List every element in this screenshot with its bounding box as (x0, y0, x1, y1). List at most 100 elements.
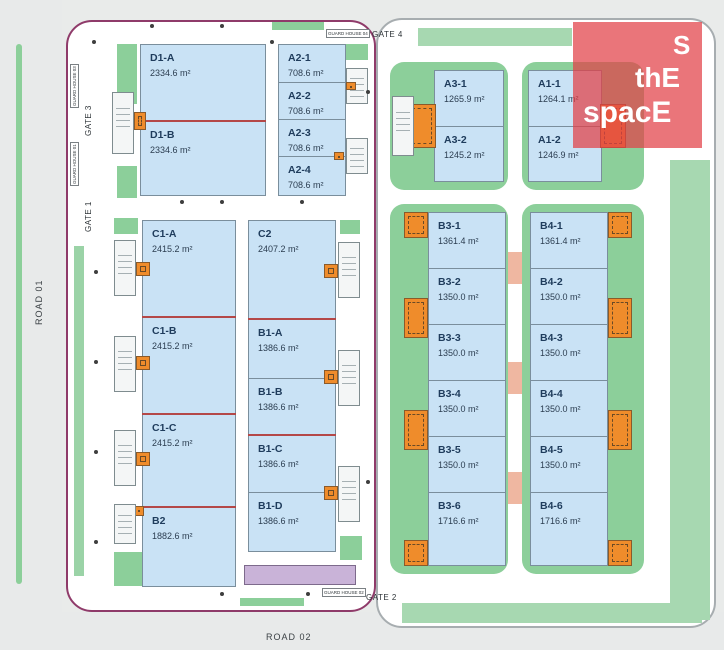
unit-c1-b[interactable]: C1-B 2415.2 m² (142, 317, 236, 415)
c1-divider-3 (142, 506, 236, 508)
b1-dock-1 (338, 350, 360, 406)
unit-area: 708.6 m² (288, 143, 324, 153)
unit-b3-1[interactable]: B3-1 1361.4 m² (428, 212, 506, 269)
b1-service-2 (324, 486, 338, 500)
green-right-bottom (340, 536, 362, 560)
gate-3-label[interactable]: GATE 3 (84, 105, 93, 136)
road-01 (0, 0, 62, 650)
unit-name: B2 (152, 515, 166, 527)
canteen-block (244, 565, 356, 585)
d1-dock (112, 92, 134, 154)
unit-area: 2334.6 m² (150, 145, 191, 155)
b3-b4-link-1 (508, 252, 522, 284)
unit-name: B4-1 (540, 220, 563, 232)
unit-b3-5[interactable]: B3-5 1350.0 m² (428, 436, 506, 493)
unit-area: 1350.0 m² (540, 348, 581, 358)
unit-b3-2[interactable]: B3-2 1350.0 m² (428, 268, 506, 325)
unit-d1-b[interactable]: D1-B 2334.6 m² (140, 121, 266, 196)
road-01-median (16, 44, 22, 584)
east-green-bottom (402, 603, 702, 623)
b3-b4-link-2 (508, 362, 522, 394)
unit-area: 1264.1 m² (538, 94, 579, 104)
unit-name: B4-5 (540, 444, 563, 456)
unit-a2-4[interactable]: A2-4 708.6 m² (278, 156, 346, 196)
unit-b1-d[interactable]: B1-D 1386.6 m² (248, 492, 336, 552)
d1-divider (140, 120, 266, 122)
unit-b3-4[interactable]: B3-4 1350.0 m² (428, 380, 506, 437)
tree (220, 200, 224, 204)
unit-name: B1-B (258, 386, 283, 398)
unit-a3-2[interactable]: A3-2 1245.2 m² (434, 126, 504, 182)
unit-name: B3-6 (438, 500, 461, 512)
road-01-label: ROAD 01 (34, 279, 44, 325)
unit-c2[interactable]: C2 2407.2 m² (248, 220, 336, 320)
gate-1-label[interactable]: GATE 1 (84, 201, 93, 232)
a2-service-1 (346, 82, 356, 90)
unit-b1-a[interactable]: B1-A 1386.6 m² (248, 319, 336, 379)
unit-b4-1[interactable]: B4-1 1361.4 m² (530, 212, 608, 269)
unit-b1-b[interactable]: B1-B 1386.6 m² (248, 378, 336, 436)
unit-name: B3-4 (438, 388, 461, 400)
unit-name: A3-1 (444, 78, 467, 90)
unit-b3-3[interactable]: B3-3 1350.0 m² (428, 324, 506, 381)
unit-a2-2[interactable]: A2-2 708.6 m² (278, 82, 346, 120)
unit-d1-a[interactable]: D1-A 2334.6 m² (140, 44, 266, 122)
unit-area: 1386.6 m² (258, 402, 299, 412)
tree (94, 450, 98, 454)
c1-service-2 (136, 356, 150, 370)
gate-2-label[interactable]: GATE 2 (366, 593, 397, 602)
gate-4-label[interactable]: GATE 4 (372, 30, 403, 39)
c1-divider-1 (142, 316, 236, 318)
unit-c1-a[interactable]: C1-A 2415.2 m² (142, 220, 236, 318)
unit-b1-c[interactable]: B1-C 1386.6 m² (248, 435, 336, 493)
unit-c1-c[interactable]: C1-C 2415.2 m² (142, 414, 236, 508)
b1-service-1 (324, 370, 338, 384)
unit-name: A1-2 (538, 134, 561, 146)
b1-divider-1 (248, 318, 336, 320)
green-d1-bottom (117, 166, 137, 198)
unit-name: C1-C (152, 422, 177, 434)
tree (306, 592, 310, 596)
c1-service-3 (136, 452, 150, 466)
unit-area: 1361.4 m² (438, 236, 479, 246)
unit-b4-6[interactable]: B4-6 1716.6 m² (530, 492, 608, 566)
brand-logo: S thE spacE (573, 22, 702, 148)
green-b2-bottom (114, 552, 142, 586)
tree (366, 480, 370, 484)
green-left-c (114, 218, 138, 234)
unit-a2-3[interactable]: A2-3 708.6 m² (278, 119, 346, 157)
unit-area: 1386.6 m² (258, 516, 299, 526)
tree (150, 24, 154, 28)
c2-dock (338, 242, 360, 298)
d1-service-core (134, 112, 146, 130)
unit-name: B1-D (258, 500, 283, 512)
unit-name: B3-2 (438, 276, 461, 288)
unit-b4-3[interactable]: B4-3 1350.0 m² (530, 324, 608, 381)
b3-service-3 (404, 410, 428, 450)
unit-b4-5[interactable]: B4-5 1350.0 m² (530, 436, 608, 493)
tree (94, 270, 98, 274)
unit-name: D1-B (150, 129, 175, 141)
unit-a3-1[interactable]: A3-1 1265.9 m² (434, 70, 504, 127)
tree (220, 24, 224, 28)
b3-service-2 (404, 298, 428, 338)
unit-b2[interactable]: B2 1882.6 m² (142, 507, 236, 587)
unit-b4-4[interactable]: B4-4 1350.0 m² (530, 380, 608, 437)
tree (94, 360, 98, 364)
unit-b3-6[interactable]: B3-6 1716.6 m² (428, 492, 506, 566)
unit-name: B3-1 (438, 220, 461, 232)
b3-service-1 (404, 212, 428, 238)
unit-b4-2[interactable]: B4-2 1350.0 m² (530, 268, 608, 325)
b4-service-4 (608, 540, 632, 566)
unit-area: 1386.6 m² (258, 459, 299, 469)
unit-name: B4-3 (540, 332, 563, 344)
unit-name: A1-1 (538, 78, 561, 90)
unit-area: 1350.0 m² (438, 404, 479, 414)
green-right-a2 (346, 44, 368, 60)
unit-a2-1[interactable]: A2-1 708.6 m² (278, 44, 346, 83)
c1-dock-2 (114, 336, 136, 392)
unit-area: 2407.2 m² (258, 244, 299, 254)
unit-name: C2 (258, 228, 272, 240)
tree (300, 200, 304, 204)
